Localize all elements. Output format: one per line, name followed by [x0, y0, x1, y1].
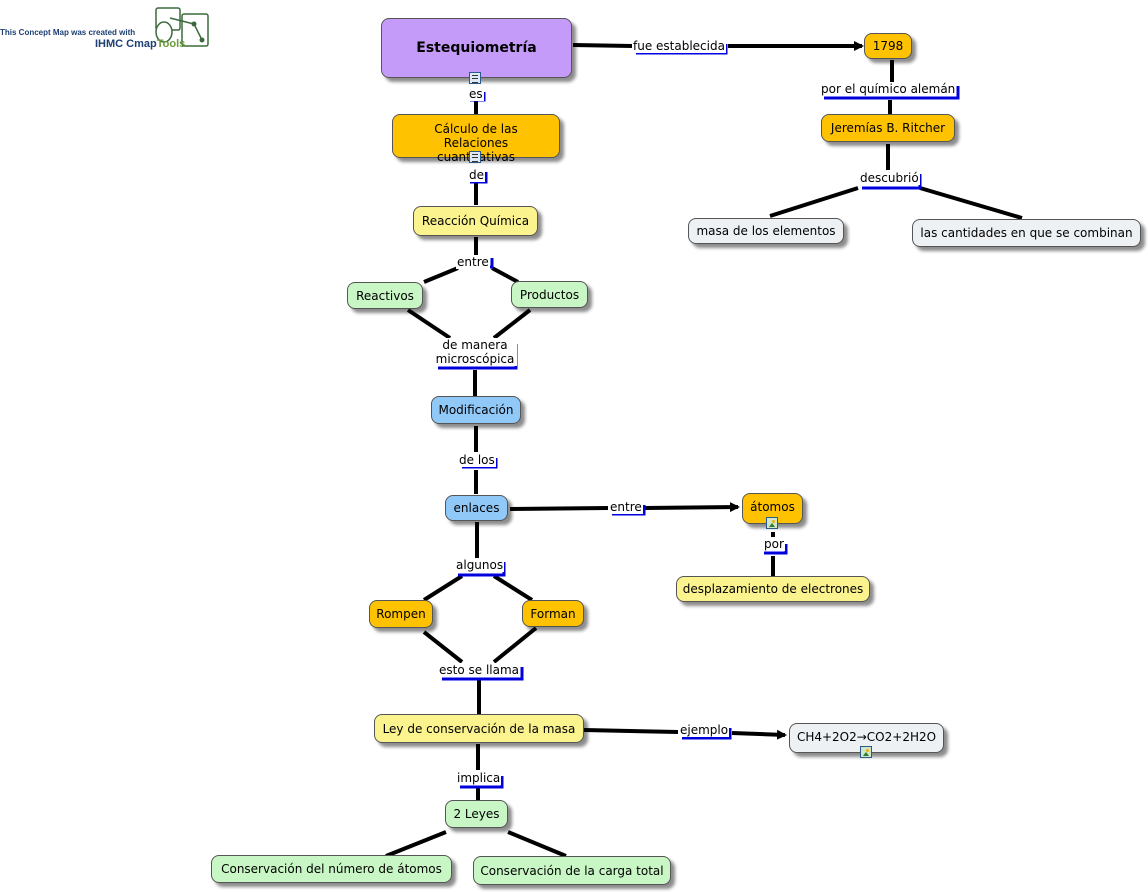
link-entre-reaccion[interactable]: entre: [456, 255, 490, 269]
link-line: [422, 630, 464, 664]
link-line: [509, 506, 609, 511]
link-line: [492, 574, 534, 602]
concept-modificacion[interactable]: Modificación: [431, 396, 521, 424]
concept-label: Rompen: [376, 607, 426, 621]
concept-2-leyes[interactable]: 2 Leyes: [445, 800, 508, 828]
link-line: [644, 502, 740, 513]
cmaptools-logo-icon: [155, 7, 209, 47]
link-descubrio[interactable]: descubrió: [859, 171, 920, 185]
concept-reaccion-quimica[interactable]: Reacción Química: [413, 206, 538, 236]
link-entre-enlaces[interactable]: entre: [609, 500, 643, 514]
concept-conservacion-carga[interactable]: Conservación de la carga total: [473, 856, 671, 885]
link-marker: [824, 86, 960, 100]
concept-label: Jeremías B. Ritcher: [830, 121, 946, 135]
image-icon[interactable]: [766, 517, 778, 529]
link-fue-establecida[interactable]: fue establecida: [632, 39, 726, 53]
concept-label: Forman: [530, 606, 576, 621]
link-es[interactable]: es: [468, 87, 484, 101]
concept-ritcher[interactable]: Jeremías B. Ritcher: [821, 114, 955, 142]
link-line: [492, 308, 532, 340]
concept-forman[interactable]: Forman: [522, 600, 584, 627]
link-esto-se-llama[interactable]: esto se llama: [438, 663, 521, 677]
concept-rompen[interactable]: Rompen: [369, 600, 433, 628]
link-implica[interactable]: implica: [456, 771, 502, 785]
link-line: [507, 830, 567, 858]
concept-label: Ley de conservación de la masa: [382, 721, 576, 736]
concept-label: Reactivos: [356, 288, 414, 303]
branding-cmap: IHMC Cmap: [95, 38, 157, 50]
link-marker: [460, 776, 504, 789]
concept-1798[interactable]: 1798: [864, 33, 912, 59]
branding-line2: IHMC CmapTools: [95, 38, 185, 50]
concept-masa-elementos[interactable]: masa de los elementos: [688, 218, 844, 244]
document-icon[interactable]: [469, 72, 481, 84]
concept-label: desplazamiento de electrones: [682, 582, 864, 596]
concept-ecuacion[interactable]: CH4+2O2→CO2+2H2O: [789, 723, 944, 753]
link-line: [491, 266, 519, 284]
concept-label: Reacción Química: [421, 214, 530, 228]
concept-label: las cantidades en que se combinan: [920, 226, 1133, 240]
concept-label: Conservación de la carga total: [480, 863, 664, 878]
link-marker: [442, 667, 524, 681]
concept-label: enlaces: [453, 501, 500, 515]
link-line: [919, 186, 1023, 220]
link-line: [731, 729, 787, 740]
link-marker: [462, 458, 498, 469]
link-de[interactable]: de: [468, 168, 485, 182]
concept-label: átomos: [750, 500, 795, 514]
link-marker: [612, 505, 646, 516]
link-line: [385, 830, 447, 858]
link-marker: [682, 728, 732, 740]
link-marker: [764, 544, 788, 555]
concept-label: 1798: [872, 39, 904, 53]
link-por-quimico[interactable]: por el químico alemán: [820, 82, 957, 96]
document-icon[interactable]: [469, 151, 481, 163]
link-ejemplo[interactable]: ejemplo: [679, 723, 730, 737]
link-line: [769, 186, 859, 218]
branding-tools: Tools: [156, 38, 186, 50]
link-line: [492, 626, 538, 664]
concept-label: Modificación: [438, 403, 514, 417]
link-line: [422, 574, 464, 602]
concept-enlaces[interactable]: enlaces: [445, 495, 508, 521]
concept-ley-conservacion[interactable]: Ley de conservación de la masa: [374, 714, 584, 743]
link-por[interactable]: por: [763, 537, 785, 551]
concept-conservacion-atomos[interactable]: Conservación del número de átomos: [211, 855, 452, 883]
concept-label: CH4+2O2→CO2+2H2O: [796, 730, 937, 744]
concept-label: Conservación del número de átomos: [221, 862, 442, 876]
branding-line1: This Concept Map was created with: [0, 28, 136, 37]
link-line: [572, 43, 633, 48]
concept-label: Productos: [519, 287, 580, 302]
concept-label: 2 Leyes: [453, 807, 500, 821]
concept-desplazamiento[interactable]: desplazamiento de electrones: [676, 576, 870, 602]
concept-label: masa de los elementos: [696, 224, 836, 238]
link-line: [583, 728, 679, 734]
concept-productos[interactable]: Productos: [511, 281, 588, 308]
link-de-los[interactable]: de los: [458, 453, 496, 467]
link-de-manera-microscopica[interactable]: de manera microscópica: [433, 338, 517, 366]
concept-cantidades[interactable]: las cantidades en que se combinan: [912, 219, 1141, 247]
link-marker: [636, 44, 728, 55]
concept-calculo[interactable]: Cálculo de las Relaciones cuantitativas: [392, 114, 560, 164]
cmaptools-branding: This Concept Map was created with IHMC C…: [0, 2, 215, 52]
image-icon[interactable]: [860, 746, 872, 758]
concept-reactivos[interactable]: Reactivos: [347, 282, 423, 309]
concept-estequiometria[interactable]: Estequiometría: [381, 18, 572, 78]
link-line: [423, 266, 459, 284]
link-marker: [862, 174, 922, 190]
link-marker: [470, 172, 488, 184]
concept-label: Estequiometría: [416, 40, 537, 56]
link-algunos[interactable]: algunos: [455, 558, 505, 572]
link-line: [406, 308, 452, 340]
